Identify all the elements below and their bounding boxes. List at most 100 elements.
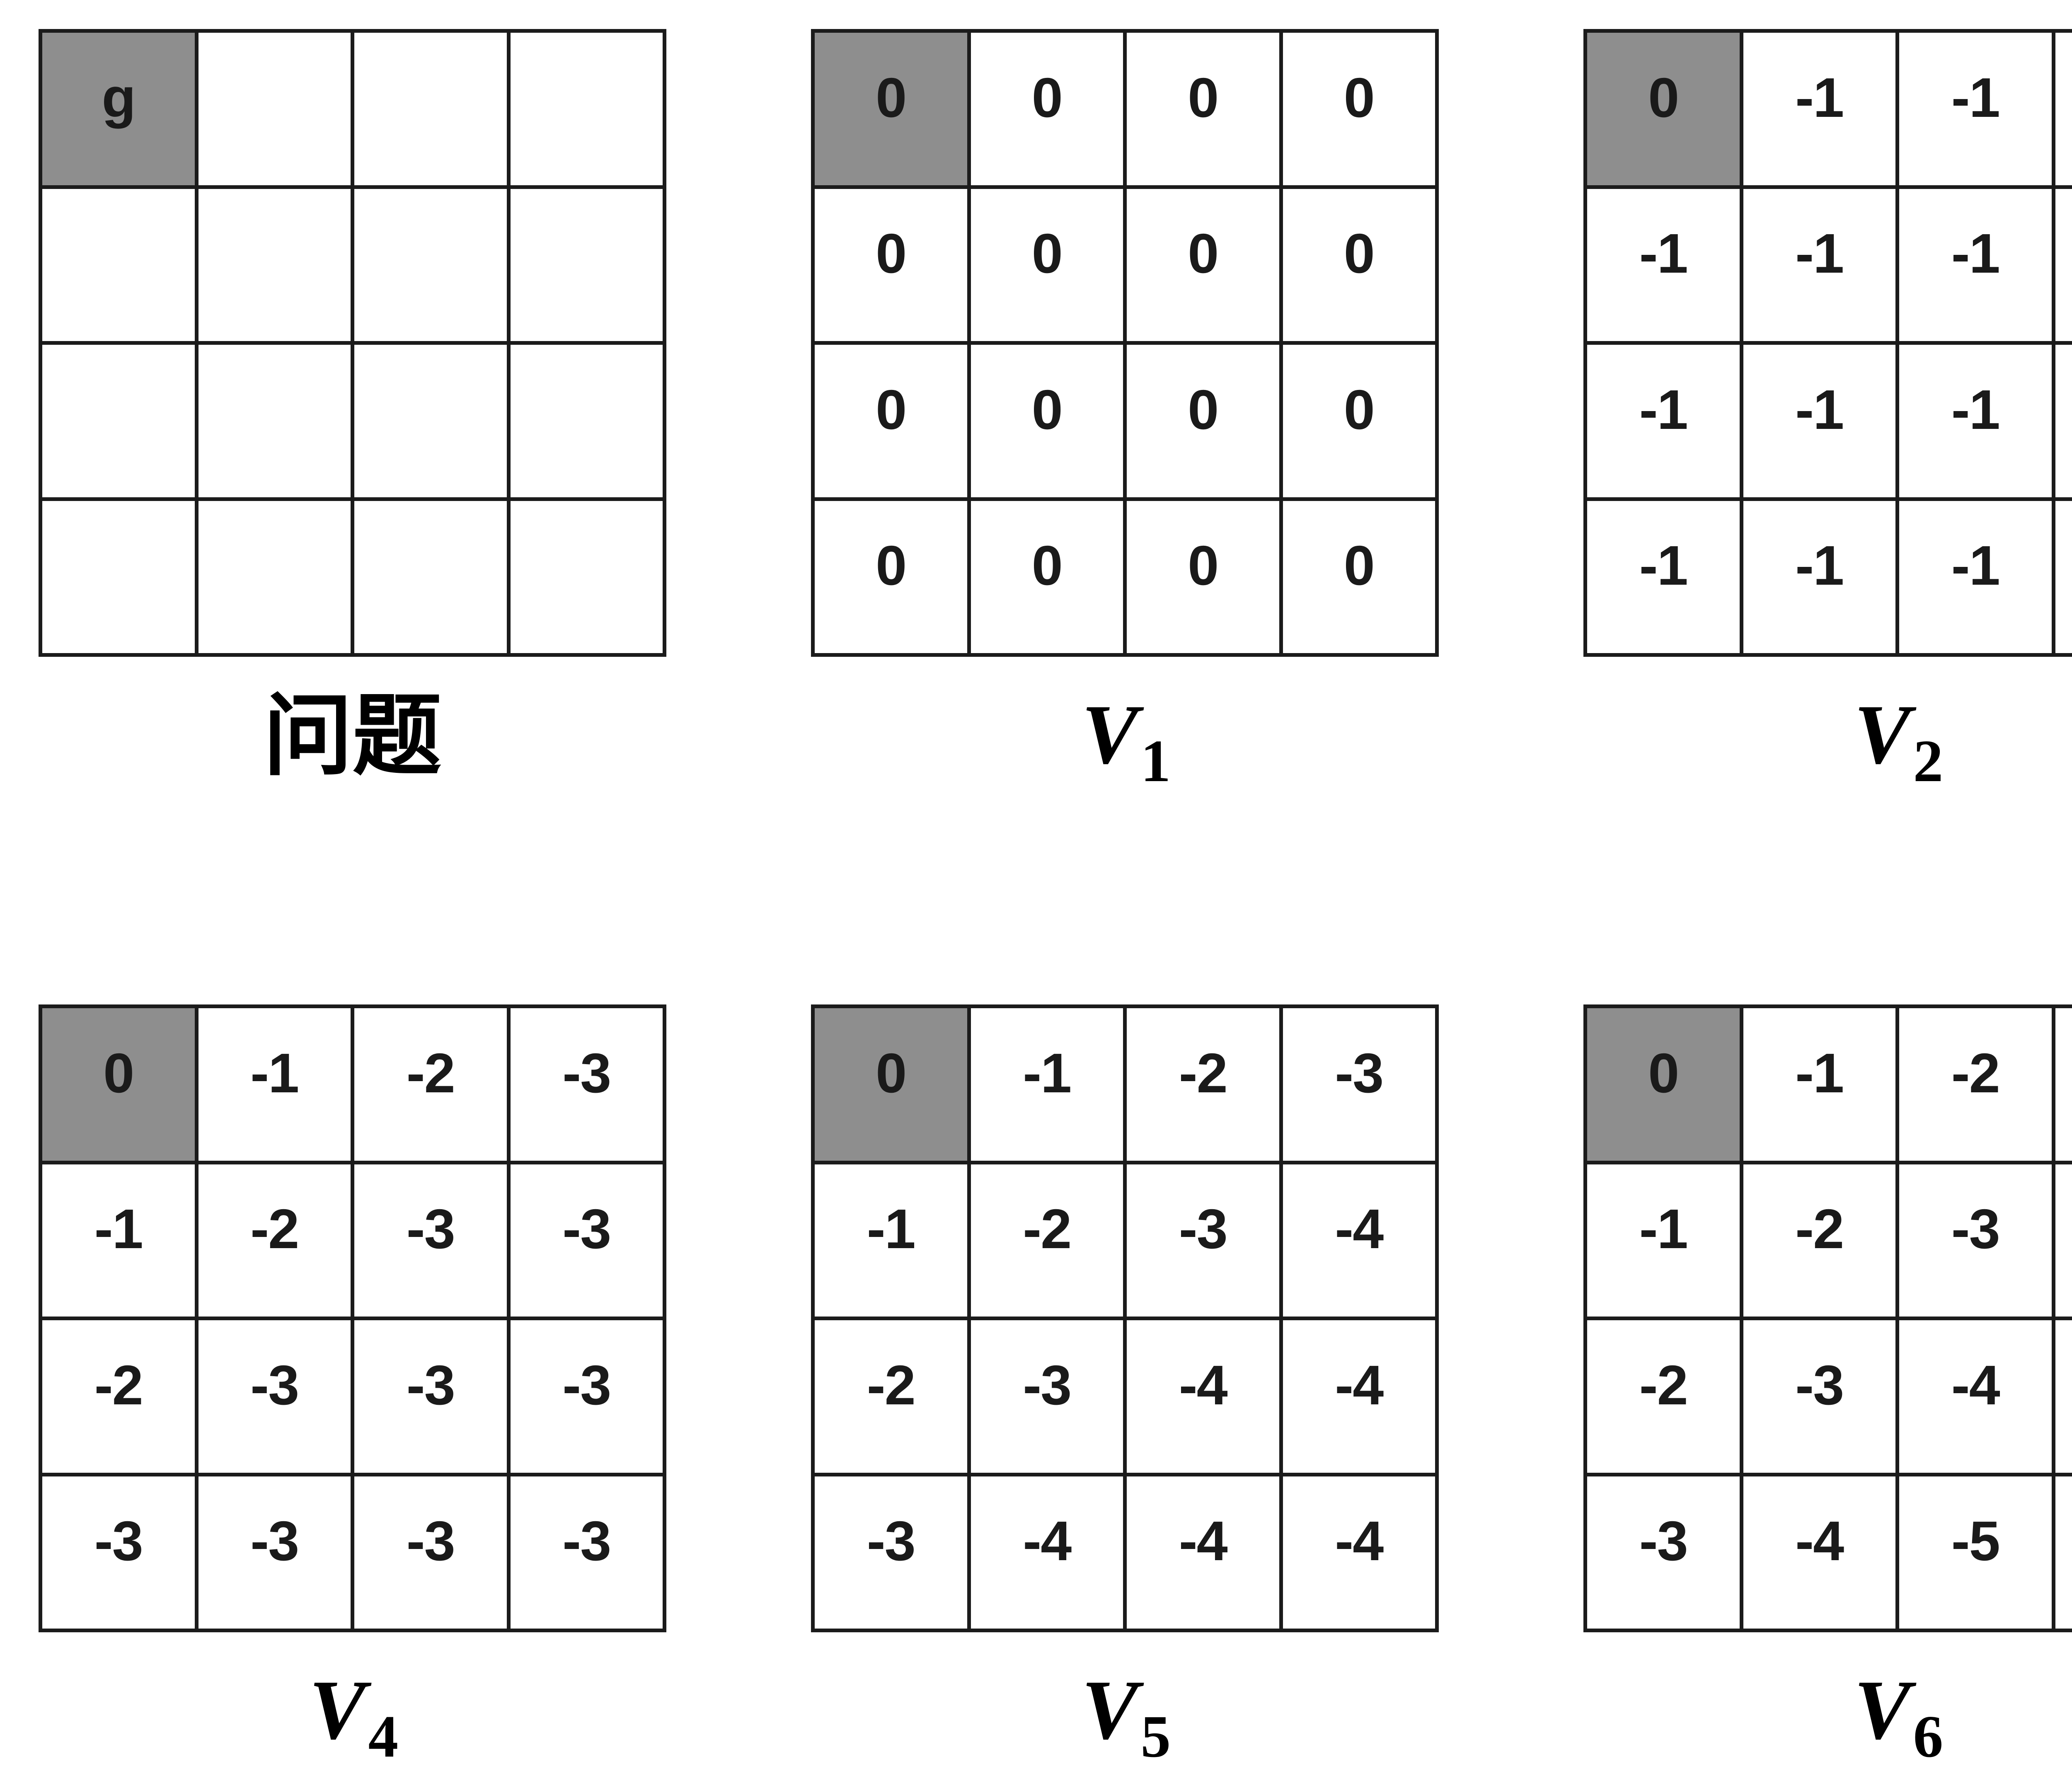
- grid-cell: -1: [198, 1008, 351, 1161]
- grid-cell: -5: [2055, 1320, 2072, 1473]
- panel-label-subscript: 6: [1913, 1704, 1944, 1770]
- grid-cell: 0: [815, 345, 967, 497]
- grid-cell: [510, 33, 663, 185]
- goal-cell: 0: [1587, 33, 1740, 185]
- grid-cell: -3: [1743, 1320, 1895, 1473]
- grid-cell: -1: [2055, 189, 2072, 341]
- grid-cell: -4: [971, 1476, 1123, 1629]
- grid-cell: -2: [815, 1320, 967, 1473]
- panel-v6: 0-1-2-3-1-2-3-4-2-3-4-5-3-4-5-5 V6: [1583, 1004, 2072, 1771]
- panel-label-text: 问题: [263, 687, 442, 786]
- grid-cell: -1: [1743, 189, 1895, 341]
- grid-cell: -4: [1127, 1476, 1279, 1629]
- grid-cell: [354, 189, 507, 341]
- grid-cell: [198, 189, 351, 341]
- grid-cell: -1: [1587, 1164, 1740, 1317]
- grid-cell: 0: [1127, 189, 1279, 341]
- grid-cell: -3: [1899, 1164, 2052, 1317]
- grid-cell: [354, 501, 507, 653]
- grid-cell: -2: [354, 1008, 507, 1161]
- grid-cell: -4: [1899, 1320, 2052, 1473]
- grid-cell: -2: [1899, 1008, 2052, 1161]
- grid-cell: -1: [971, 1008, 1123, 1161]
- grid-cell: -2: [1587, 1320, 1740, 1473]
- grid-cell: -3: [815, 1476, 967, 1629]
- grid-cell: -5: [2055, 1476, 2072, 1629]
- grid-cell: -1: [42, 1164, 195, 1317]
- grid-cell: -1: [1899, 501, 2052, 653]
- grid: 0-1-2-3-1-2-3-4-2-3-4-5-3-4-5-5: [1583, 1004, 2072, 1632]
- grid-cell: -4: [2055, 1164, 2072, 1317]
- grid-cell: -3: [42, 1476, 195, 1629]
- grid-cell: 0: [815, 189, 967, 341]
- grid-cell: 0: [1283, 189, 1435, 341]
- grid-cell: 0: [971, 345, 1123, 497]
- grid-cell: 0: [1127, 33, 1279, 185]
- grid: 0-1-2-3-1-2-3-3-2-3-3-3-3-3-3-3: [39, 1004, 666, 1632]
- grid-cell: 0: [815, 501, 967, 653]
- grid-cell: -2: [42, 1320, 195, 1473]
- grid-cell: -1: [1899, 345, 2052, 497]
- panel-label-subscript: 2: [1913, 728, 1944, 794]
- panel-problem: g 问题: [39, 29, 666, 796]
- goal-cell: 0: [42, 1008, 195, 1161]
- grid: 0-1-1-1-1-1-1-1-1-1-1-1-1-1-1-1: [1583, 29, 2072, 657]
- goal-cell: 0: [1587, 1008, 1740, 1161]
- panel-label-subscript: 5: [1140, 1704, 1171, 1770]
- grid-cell: -1: [1899, 33, 2052, 185]
- grid-cell: -1: [1587, 501, 1740, 653]
- goal-cell: 0: [815, 1008, 967, 1161]
- grid-cell: -1: [2055, 345, 2072, 497]
- grid-cell: [198, 345, 351, 497]
- grid-cell: 0: [971, 33, 1123, 185]
- grid-cell: -3: [510, 1476, 663, 1629]
- grid-cell: [42, 501, 195, 653]
- panel-label-base: V: [1081, 1663, 1138, 1757]
- panel-label-subscript: 4: [368, 1704, 399, 1770]
- panel-label-base: V: [1081, 687, 1138, 782]
- panel-v2: 0-1-1-1-1-1-1-1-1-1-1-1-1-1-1-1 V2: [1583, 29, 2072, 796]
- grid-cell: 0: [971, 501, 1123, 653]
- grid-cell: -2: [971, 1164, 1123, 1317]
- goal-cell: g: [42, 33, 195, 185]
- grid-cell: 0: [1283, 345, 1435, 497]
- grid-cell: [354, 33, 507, 185]
- grid: g: [39, 29, 666, 657]
- panel-label-subscript: 1: [1140, 728, 1171, 794]
- grid-cell: [198, 501, 351, 653]
- grid-cell: -1: [1587, 189, 1740, 341]
- grid-cell: 0: [971, 189, 1123, 341]
- grid-cell: -4: [1283, 1164, 1435, 1317]
- grid-cell: [510, 501, 663, 653]
- panel-label: 问题: [264, 692, 442, 796]
- grid-cell: -1: [2055, 33, 2072, 185]
- grid-cell: -3: [354, 1320, 507, 1473]
- grid-cell: -1: [2055, 501, 2072, 653]
- grid-cell: -3: [1127, 1164, 1279, 1317]
- grid-cell: -1: [1743, 501, 1895, 653]
- grid-cell: -3: [1283, 1008, 1435, 1161]
- panel-label-base: V: [1854, 687, 1911, 782]
- grid-cell: -1: [1743, 345, 1895, 497]
- grid-cell: -3: [510, 1008, 663, 1161]
- grid-cell: -4: [1283, 1476, 1435, 1629]
- grid-cell: -1: [1587, 345, 1740, 497]
- panel-label-base: V: [1854, 1663, 1911, 1757]
- grid-cell: 0: [1283, 501, 1435, 653]
- grid-cell: -3: [2055, 1008, 2072, 1161]
- panel-label-base: V: [309, 1663, 366, 1757]
- grid-cell: -3: [1587, 1476, 1740, 1629]
- grid-cell: -3: [354, 1476, 507, 1629]
- grid-cell: -4: [1283, 1320, 1435, 1473]
- grid-cell: -2: [198, 1164, 351, 1317]
- grid-cell: -3: [198, 1476, 351, 1629]
- grid-cell: -3: [510, 1320, 663, 1473]
- grid-cell: 0: [1127, 345, 1279, 497]
